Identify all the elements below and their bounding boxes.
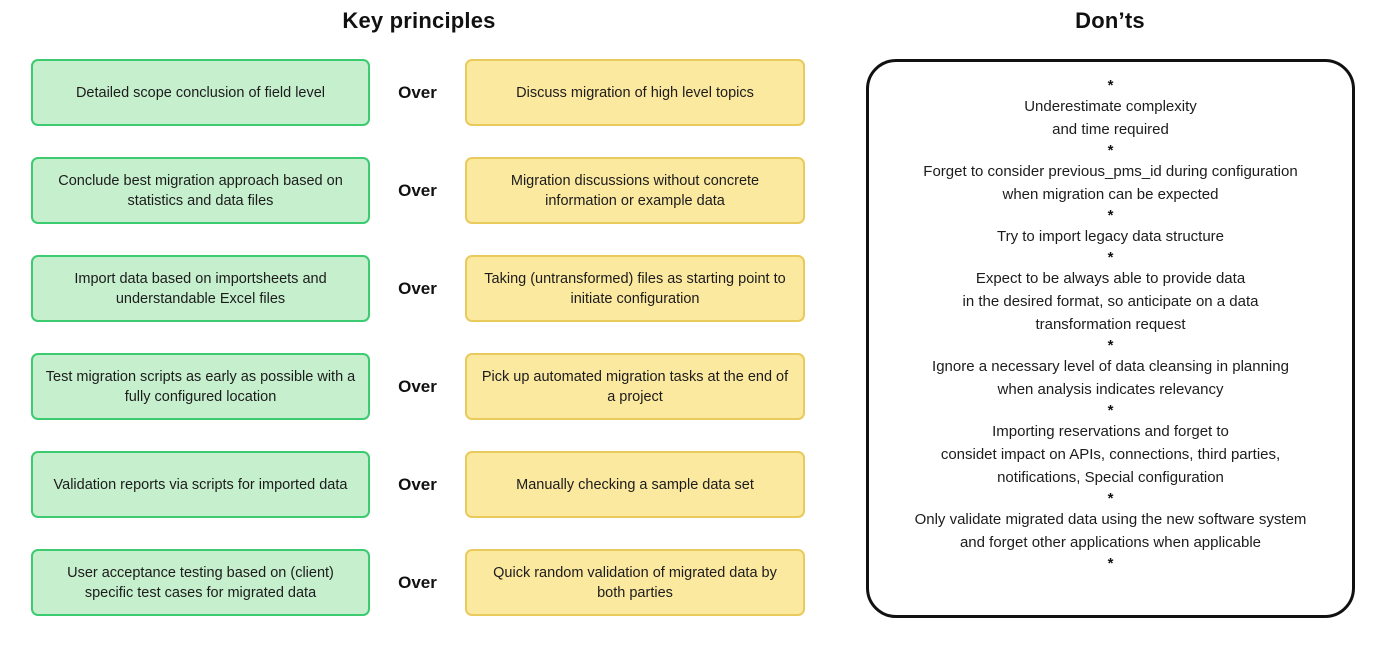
dont-list-item: Forget to consider previous_pms_id durin… [923,163,1298,203]
do-card: Detailed scope conclusion of field level [31,59,370,126]
principle-row: User acceptance testing based on (client… [0,549,840,616]
over-label: Over [398,572,437,592]
dont-card: Pick up automated migration tasks at the… [465,353,805,420]
dont-list-item: Underestimate complexity and time requir… [1024,98,1197,138]
dont-list-item: Only validate migrated data using the ne… [914,511,1307,551]
asterisk-icon: * [1107,207,1114,224]
over-label: Over [398,180,437,200]
principles-row-list: Detailed scope conclusion of field level… [0,59,840,647]
dont-card: Quick random validation of migrated data… [465,549,805,616]
do-card: User acceptance testing based on (client… [31,549,370,616]
principle-row: Test migration scripts as early as possi… [0,353,840,420]
over-label: Over [398,474,437,494]
key-principles-panel: Key principles Detailed scope conclusion… [31,8,805,616]
over-label: Over [398,376,437,396]
do-card: Import data based on importsheets and un… [31,255,370,322]
donts-list: * Underestimate complexity and time requ… [869,62,1352,583]
donts-panel: Don’ts * Underestimate complexity and ti… [840,0,1388,641]
do-card: Validation reports via scripts for impor… [31,451,370,518]
dont-list-item: Expect to be always able to provide data… [962,270,1259,333]
principle-row: Import data based on importsheets and un… [0,255,840,322]
over-label: Over [398,82,437,102]
do-card: Conclude best migration approach based o… [31,157,370,224]
asterisk-icon: * [1107,555,1114,572]
principle-row: Validation reports via scripts for impor… [0,451,840,518]
asterisk-icon: * [1107,77,1114,94]
dont-list-item: Try to import legacy data structure [996,228,1225,245]
dont-card: Migration discussions without concrete i… [465,157,805,224]
dont-card: Taking (untransformed) files as starting… [465,255,805,322]
over-label: Over [398,278,437,298]
donts-card: * Underestimate complexity and time requ… [866,59,1355,618]
asterisk-icon: * [1107,402,1114,419]
asterisk-icon: * [1107,249,1114,266]
dont-card: Manually checking a sample data set [465,451,805,518]
asterisk-icon: * [1107,337,1114,354]
principle-row: Conclude best migration approach based o… [0,157,840,224]
key-principles-title: Key principles [342,8,496,33]
dont-list-item: Importing reservations and forget to con… [940,423,1281,486]
dont-list-item: Ignore a necessary level of data cleansi… [932,358,1289,398]
asterisk-icon: * [1107,490,1114,507]
principle-row: Detailed scope conclusion of field level… [0,59,840,126]
do-card: Test migration scripts as early as possi… [31,353,370,420]
asterisk-icon: * [1107,142,1114,159]
dont-card: Discuss migration of high level topics [465,59,805,126]
donts-title: Don’ts [1075,8,1145,33]
